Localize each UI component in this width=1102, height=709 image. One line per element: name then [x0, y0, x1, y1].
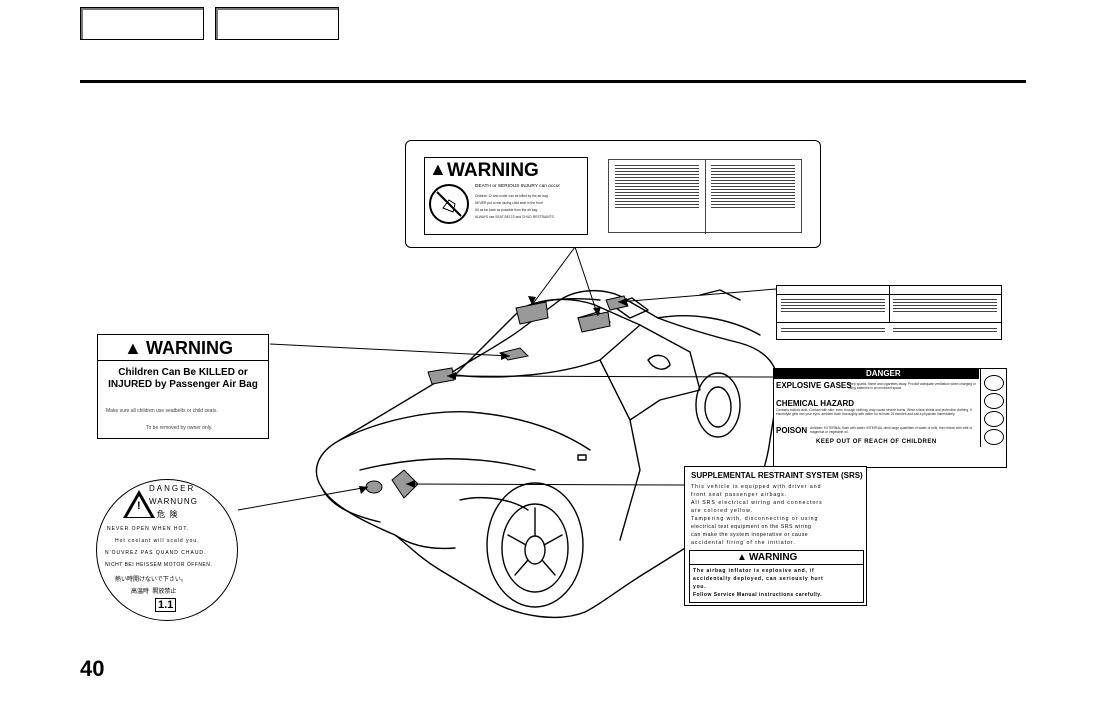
sun-visor-label: WARNING ▲ DEATH or SERIOUS INJURY can oc…	[405, 140, 821, 248]
cap-rating: 1.1	[155, 598, 177, 612]
passenger-line1: Children Can Be KILLED or	[118, 367, 248, 378]
passenger-warning-title: WARNING	[146, 338, 233, 358]
warning-title: WARNING	[447, 160, 539, 181]
srs-warning-line-2: accidentally deployed, can seriously hur…	[693, 576, 824, 582]
warning-bullet-3: Sit as far back as possible from the air…	[475, 208, 538, 212]
warning-line1: DEATH or SERIOUS INJURY can occur	[475, 184, 561, 189]
cap-line-4: NICHT BEI HEISSEM MOTOR ÖFFNEN.	[105, 562, 213, 568]
cap-warnung: WARNUNG	[149, 497, 198, 506]
cap-danger: DANGER	[149, 484, 196, 493]
warning-triangle-icon: ▲	[124, 338, 142, 358]
air-conditioning-label	[776, 285, 1002, 340]
passenger-line2: INJURED by Passenger Air Bag	[108, 379, 258, 390]
explosion-icon	[984, 375, 1004, 391]
danger-title: DANGER	[866, 369, 901, 378]
srs-warning-line-1: The airbag inflator is explosive and, if	[693, 568, 815, 574]
srs-line-1: This vehicle is equipped with driver and	[691, 484, 822, 490]
cap-line-6: 高温時 開放禁止	[131, 589, 177, 595]
srs-warning-line-3: you.	[693, 584, 707, 590]
warning-triangle-icon: ▲	[737, 552, 747, 563]
srs-label: SUPPLEMENTAL RESTRAINT SYSTEM (SRS) This…	[684, 466, 867, 606]
no-flame-icon	[984, 411, 1004, 427]
child-icon	[984, 429, 1004, 445]
explosive-gases-heading: EXPLOSIVE GASES	[776, 381, 852, 390]
header-tab-2[interactable]	[215, 7, 339, 40]
cap-line-2: Hot coolant will scald you.	[115, 538, 200, 544]
srs-warning-box: ▲ WARNING The airbag inflator is explosi…	[689, 550, 864, 603]
chemical-hazard-heading: CHEMICAL HAZARD	[776, 399, 855, 408]
cap-line-5: 熱い時開けないで下さい。	[115, 577, 187, 583]
srs-line-4: are colored yellow.	[691, 508, 753, 514]
srs-line-6: electrical test equipment on the SRS wir…	[691, 524, 812, 530]
passenger-note: Make sure all children use seatbelts or …	[106, 408, 218, 414]
passenger-removed: To be removed by owner only.	[146, 425, 213, 431]
passenger-airbag-label: ▲ WARNING Children Can Be KILLED or INJU…	[97, 334, 269, 439]
rear-facing-seat-icon	[429, 184, 469, 224]
radiator-cap-label: ! DANGER WARNUNG 危 険 NEVER OPEN WHEN HOT…	[96, 479, 238, 621]
warning-bullet-2: NEVER put a rear-facing child seat in th…	[475, 201, 543, 205]
header-rule	[80, 80, 1026, 83]
srs-title: SUPPLEMENTAL RESTRAINT SYSTEM (SRS)	[691, 471, 863, 480]
warning-bullet-1: Children 12 and under can be killed by t…	[475, 194, 548, 198]
cap-kiken: 危 険	[157, 510, 178, 519]
srs-line-5: Tampering with, disconnecting or using	[691, 516, 819, 522]
poison-text: Antidote: EXTERNAL flush with water. INT…	[810, 426, 973, 434]
caution-text-block	[608, 159, 802, 234]
srs-line-7: can make the system inoperative or cause	[691, 532, 809, 538]
battery-danger-label: DANGER EXPLOSIVE GASES Keep sparks, flam…	[773, 368, 1007, 468]
warning-triangle-icon: ▲	[429, 159, 447, 179]
cap-line-3: N'OUVREZ PAS QUAND CHAUD.	[105, 550, 207, 556]
header-tab-1[interactable]	[80, 7, 204, 40]
srs-line-2: front seat passenger airbags.	[691, 492, 788, 498]
poison-heading: POISON	[776, 426, 808, 435]
cap-line-1: NEVER OPEN WHEN HOT.	[107, 526, 190, 532]
page-number: 40	[80, 656, 105, 681]
explosive-gases-text: Keep sparks, flame and cigarettes away. …	[848, 382, 976, 390]
srs-line-3: All SRS electrical wiring and connectors	[691, 500, 823, 506]
srs-warning-title: WARNING	[749, 552, 798, 563]
srs-warning-line-4: Follow Service Manual instructions caref…	[693, 592, 823, 598]
keep-out-text: KEEP OUT OF REACH OF CHILDREN	[816, 439, 937, 445]
airbag-warning-label: WARNING ▲ DEATH or SERIOUS INJURY can oc…	[424, 157, 588, 235]
srs-line-8: accidental firing of the initiator.	[691, 540, 796, 546]
warning-bullet-4: ALWAYS use SEAT BELTS and CHILD RESTRAIN…	[475, 215, 554, 219]
goggles-icon	[984, 393, 1004, 409]
chemical-hazard-text: Contains sulfuric acid. Contact with ski…	[776, 408, 972, 416]
